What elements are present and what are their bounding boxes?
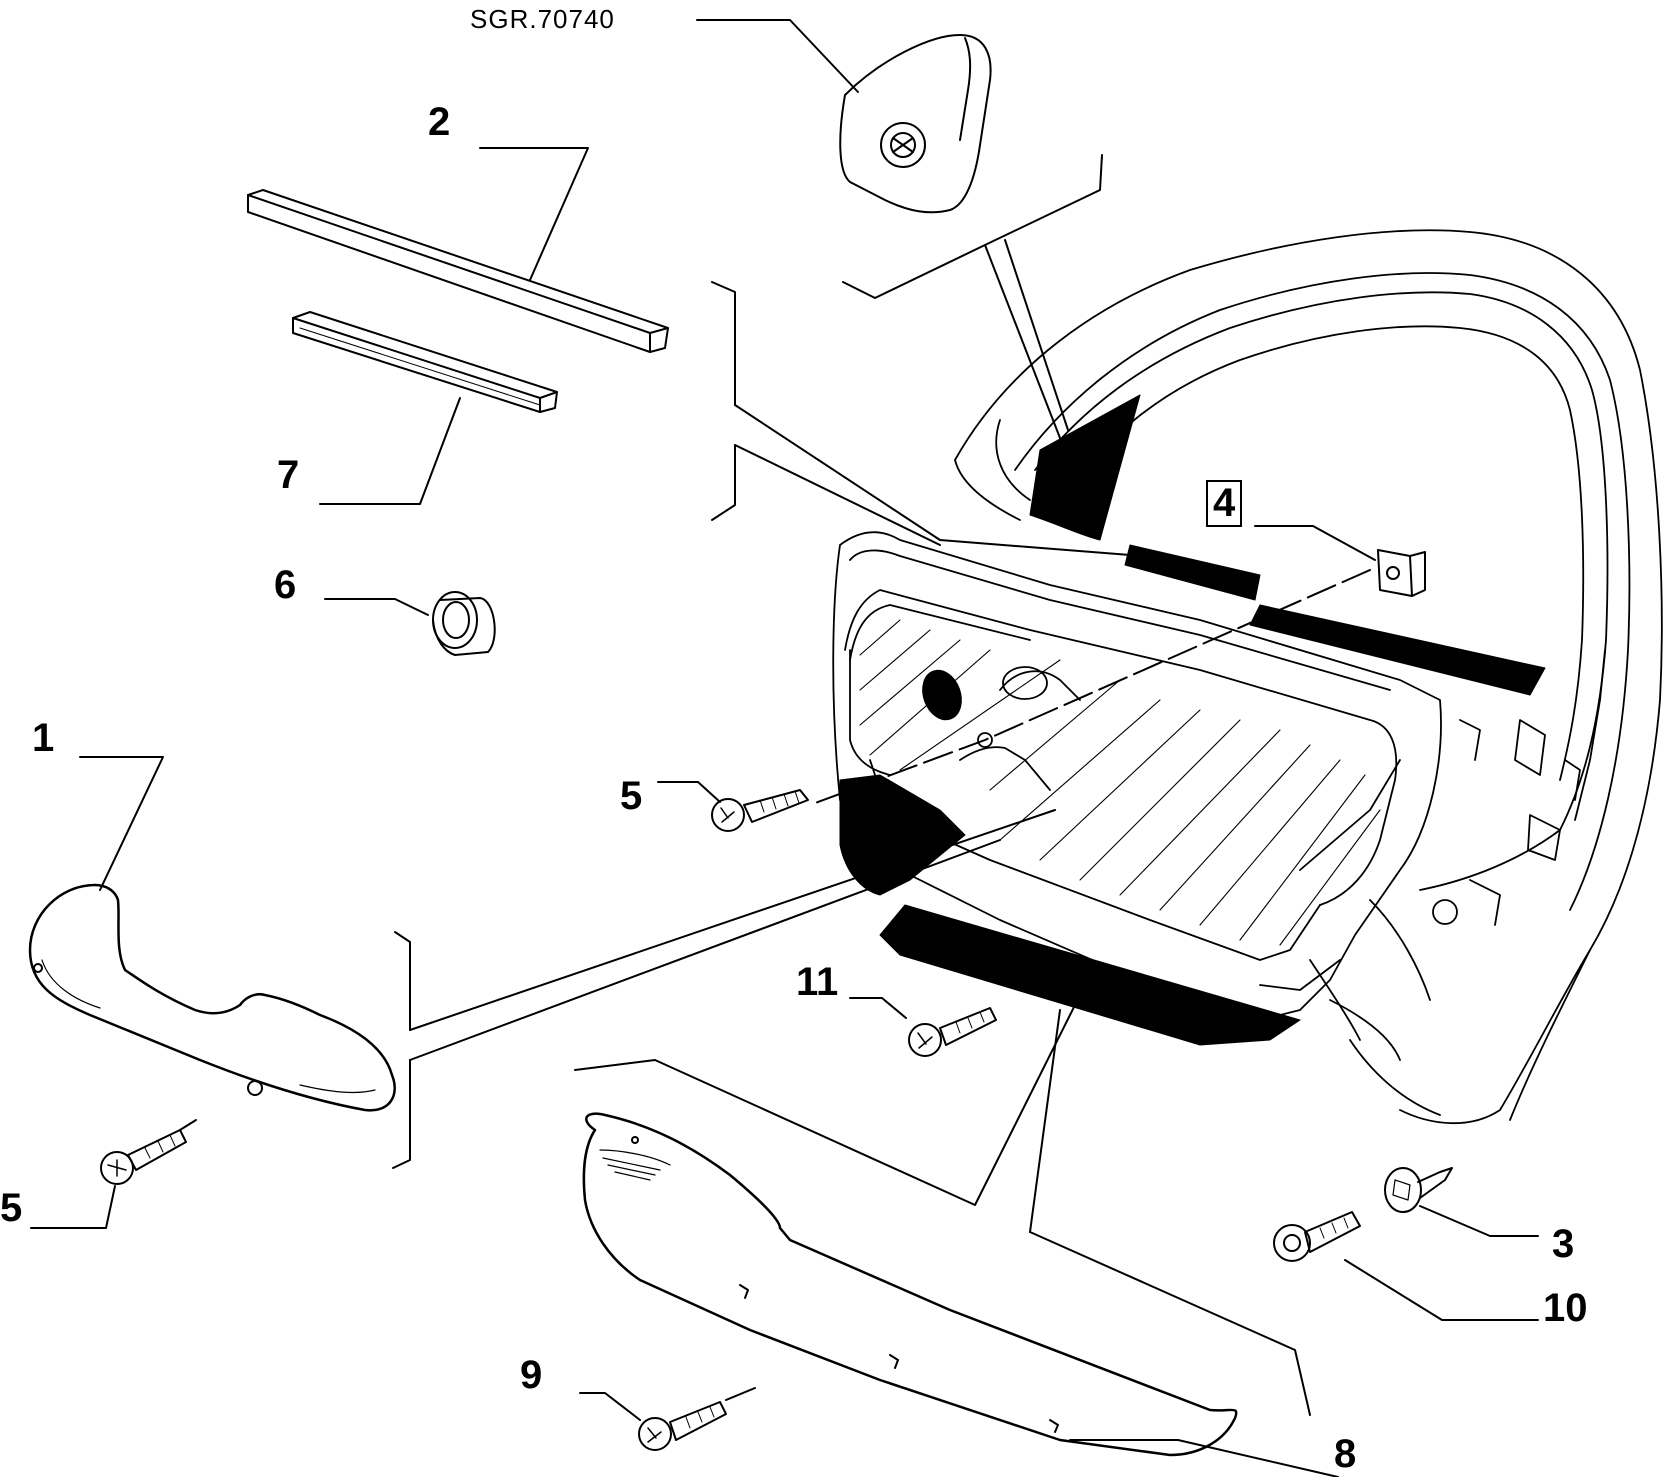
callout-11: 11 xyxy=(796,960,839,1004)
bracket-lower xyxy=(393,932,410,1168)
clip-3 xyxy=(1385,1168,1452,1212)
seal-strip-7 xyxy=(293,312,557,412)
screw-10 xyxy=(1274,1212,1360,1261)
leader-lines xyxy=(31,20,1538,1477)
callout-8: 8 xyxy=(1334,1432,1357,1476)
callout-4: 4 xyxy=(1206,480,1243,527)
callout-5-lower: 5 xyxy=(0,1186,23,1230)
seal-strip-2 xyxy=(248,190,668,352)
callout-5-upper: 5 xyxy=(620,774,643,818)
callout-1: 1 xyxy=(32,716,55,760)
armrest-8 xyxy=(584,1114,1236,1455)
callout-7: 7 xyxy=(277,453,300,497)
callout-3: 3 xyxy=(1552,1222,1575,1266)
mirror-cover-part xyxy=(840,35,990,212)
screw-11 xyxy=(909,1008,996,1056)
grommet-6 xyxy=(433,592,495,655)
screw-5-upper xyxy=(712,790,808,831)
bracket-upper xyxy=(712,282,735,520)
assembly-line xyxy=(810,570,1370,805)
reference-code: SGR.70740 xyxy=(470,4,615,34)
callout-10: 10 xyxy=(1543,1286,1588,1330)
grab-handle-1 xyxy=(30,885,395,1110)
callout-6: 6 xyxy=(274,563,297,607)
clip-4 xyxy=(1378,550,1425,596)
screw-9 xyxy=(639,1388,755,1450)
screw-5-lower xyxy=(101,1120,196,1184)
door-frame xyxy=(955,230,1662,1123)
door-trim-panel xyxy=(833,395,1545,1045)
callout-9: 9 xyxy=(520,1353,543,1397)
callout-2: 2 xyxy=(428,100,451,144)
